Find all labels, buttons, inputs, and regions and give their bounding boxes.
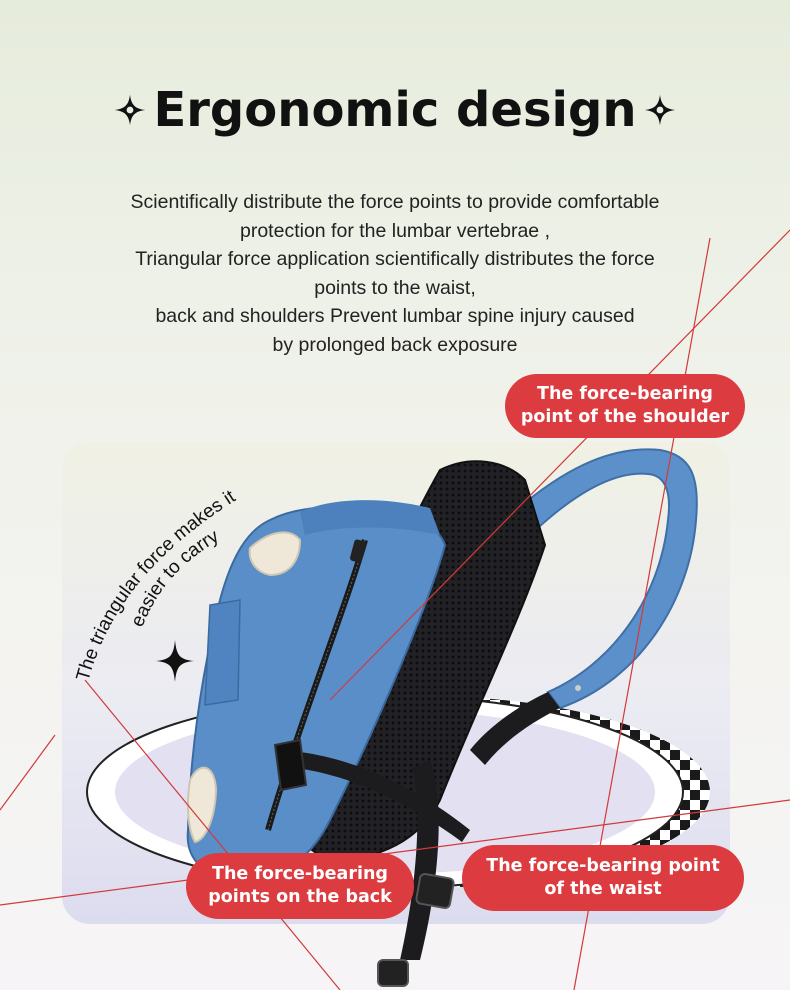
four-point-star-icon	[644, 94, 675, 126]
page-title: Ergonomic design	[153, 82, 637, 138]
description-line: Scientifically distribute the force poin…	[130, 191, 660, 213]
description-line: points to the waist,	[314, 276, 476, 299]
callout-line: The force-bearing	[537, 384, 713, 404]
shoulder-strap	[470, 448, 698, 765]
callout-line: The force-bearing	[212, 864, 388, 884]
callout-line: of the waist	[544, 879, 662, 899]
four-point-star-icon	[115, 94, 146, 126]
four-point-star-icon	[156, 640, 194, 682]
callout-line: The force-bearing point	[486, 856, 720, 876]
callout-back: The force-bearing points on the back	[186, 853, 414, 919]
description-line: back and shoulders Prevent lumbar spine …	[155, 305, 635, 328]
description-line: Triangular force application scientifica…	[135, 248, 655, 271]
callout-line: point of the shoulder	[520, 407, 730, 427]
callout-shoulder: The force-bearing point of the shoulder	[505, 374, 745, 438]
page-heading: Ergonomic design	[0, 82, 790, 138]
description-line: by prolonged back exposure	[272, 333, 518, 356]
callout-line: points on the back	[208, 887, 392, 907]
callout-waist: The force-bearing point of the waist	[462, 845, 744, 911]
waist-belt	[273, 738, 470, 987]
description: Scientifically distribute the force poin…	[40, 188, 750, 360]
description-line: protection for the lumbar vertebrae ,	[240, 219, 550, 242]
